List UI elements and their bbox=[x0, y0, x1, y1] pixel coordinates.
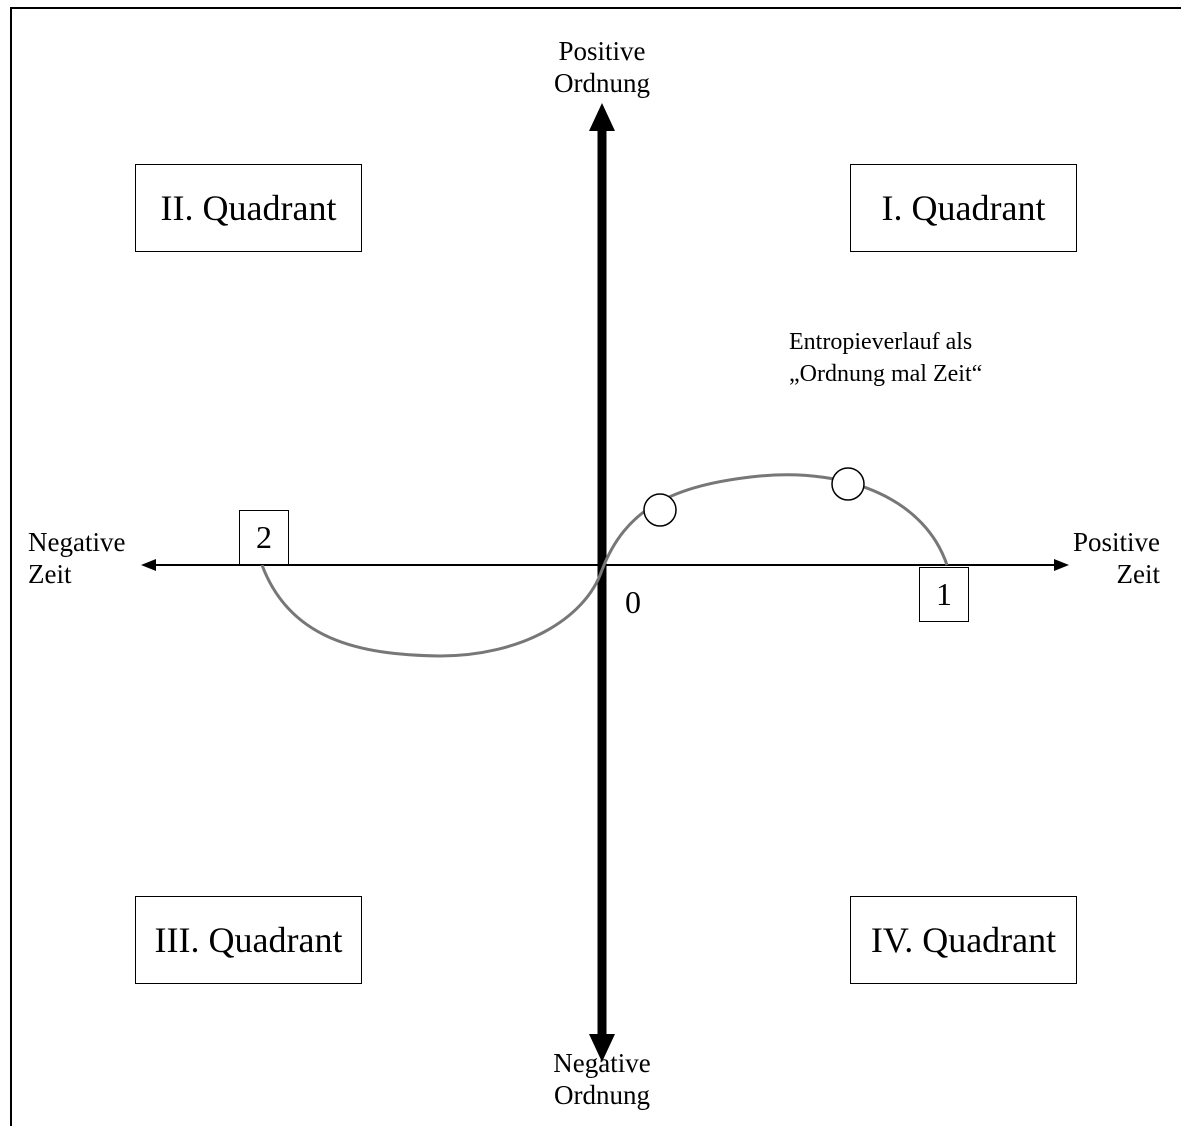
origin-label: 0 bbox=[625, 584, 641, 620]
y-axis-negative-label: Negative Ordnung bbox=[532, 1048, 672, 1112]
quadrant-4-box: IV. Quadrant bbox=[850, 896, 1077, 984]
y-axis-negative-label-line2: Ordnung bbox=[554, 1079, 650, 1110]
entropy-curve-annotation-line1: Entropieverlauf als bbox=[789, 329, 973, 355]
entropy-curve-upper bbox=[600, 473, 949, 571]
entropy-curve-annotation-line2: „Ordnung mal Zeit“ bbox=[789, 361, 983, 388]
quadrant-1-box: I. Quadrant bbox=[850, 164, 1077, 252]
time-axis-arrow-left bbox=[141, 559, 156, 571]
frame-left-border bbox=[10, 7, 12, 1126]
y-axis-positive-label-line2: Ordnung bbox=[554, 67, 650, 98]
curve-point-circle-right bbox=[831, 467, 865, 501]
entropy-curve-annotation: Entropieverlauf als „Ordnung mal Zeit“ bbox=[789, 326, 982, 391]
marker-1-box: 1 bbox=[919, 567, 969, 622]
y-axis-positive-label: Positive Ordnung bbox=[532, 36, 672, 100]
order-axis-arrow-down bbox=[589, 1034, 615, 1062]
y-axis-negative-label-line1: Negative bbox=[553, 1048, 651, 1078]
x-axis-positive-label-line2: Zeit bbox=[1116, 558, 1160, 589]
x-axis-positive-label-line1: Positive bbox=[1072, 527, 1160, 557]
quadrant-3-box: III. Quadrant bbox=[135, 896, 362, 984]
frame-top-border bbox=[10, 7, 1181, 9]
quadrant-2-box: II. Quadrant bbox=[135, 164, 362, 252]
order-axis-arrow-up bbox=[589, 103, 615, 131]
x-axis-negative-label-line1: Negative bbox=[28, 527, 126, 557]
y-axis-positive-label-line1: Positive bbox=[558, 36, 646, 66]
x-axis-negative-label-line2: Zeit bbox=[28, 558, 72, 589]
marker-2-box: 2 bbox=[239, 510, 289, 565]
entropy-curve-lower bbox=[260, 564, 604, 658]
curve-point-circle-left bbox=[643, 493, 677, 527]
time-axis-arrow-right bbox=[1054, 559, 1069, 571]
x-axis-positive-label: Positive Zeit bbox=[1073, 527, 1160, 591]
x-axis-negative-label: Negative Zeit bbox=[28, 527, 125, 591]
